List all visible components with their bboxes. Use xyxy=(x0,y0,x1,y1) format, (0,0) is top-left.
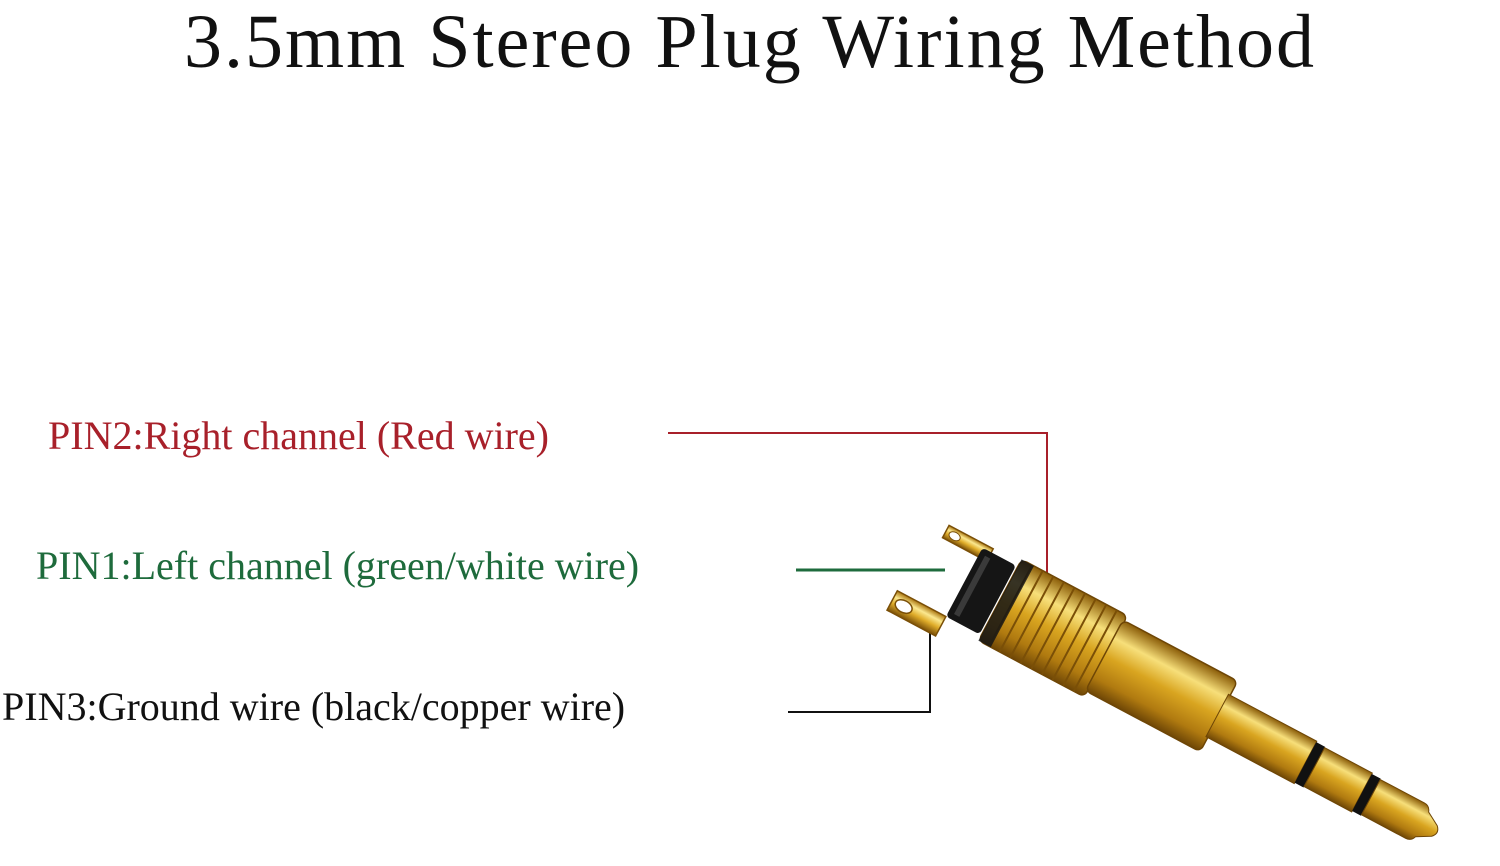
insulator-block xyxy=(947,549,1015,633)
pin3-leader-line xyxy=(788,630,931,713)
pin2-leader-line xyxy=(668,432,1048,600)
ground-tab-hole xyxy=(894,599,913,615)
diagram-title: 3.5mm Stereo Plug Wiring Method xyxy=(183,0,1317,84)
collar-base xyxy=(978,559,1034,648)
collar-threads xyxy=(988,564,1118,692)
plug-sleeve xyxy=(1205,693,1318,785)
left-tab-hole xyxy=(948,531,961,542)
ring-insulator-2 xyxy=(1352,773,1381,816)
stereo-plug xyxy=(885,524,1439,840)
plug-tip xyxy=(1360,778,1439,840)
pin1-label: PIN1:Left channel (green/white wire) xyxy=(36,543,640,588)
pin2-label: PIN2:Right channel (Red wire) xyxy=(48,413,549,458)
ground-solder-tab xyxy=(885,589,947,637)
insulator-highlight xyxy=(954,555,991,617)
pin3-label: PIN3:Ground wire (black/copper wire) xyxy=(2,684,626,729)
ring-insulator-1 xyxy=(1294,742,1326,788)
